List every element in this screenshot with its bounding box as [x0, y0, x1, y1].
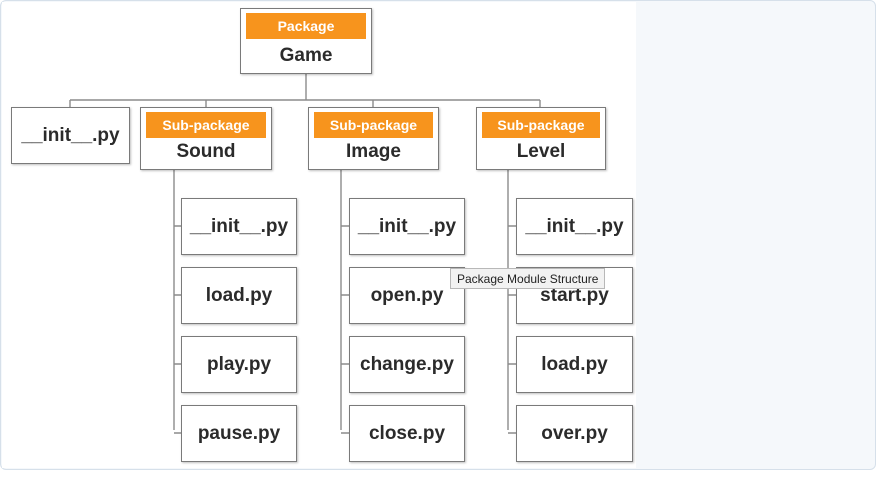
file-box: close.py — [349, 405, 465, 462]
image-tooltip: Package Module Structure — [450, 268, 606, 289]
subpackage-level-box: Sub-package Level — [476, 107, 606, 170]
subpackage-tag: Sub-package — [482, 112, 600, 138]
file-box: change.py — [349, 336, 465, 393]
root-init-file: __init__.py — [11, 107, 130, 164]
subpackage-name: Level — [516, 141, 566, 162]
file-box: pause.py — [181, 405, 297, 462]
file-box: play.py — [181, 336, 297, 393]
subpackage-name: Image — [346, 141, 401, 162]
package-name: Game — [279, 45, 333, 66]
subpackage-image-box: Sub-package Image — [308, 107, 439, 170]
file-box: __init__.py — [349, 198, 465, 255]
connector-level-tree — [507, 170, 517, 434]
package-game-box: Package Game — [240, 8, 372, 74]
file-box: open.py — [349, 267, 465, 324]
file-box: load.py — [181, 267, 297, 324]
connector-root-bus — [69, 73, 541, 108]
file-box: __init__.py — [516, 198, 633, 255]
package-tag: Package — [246, 13, 366, 39]
file-box: over.py — [516, 405, 633, 462]
connector-image-tree — [340, 170, 350, 434]
subpackage-tag: Sub-package — [146, 112, 266, 138]
file-box: load.py — [516, 336, 633, 393]
subpackage-tag: Sub-package — [314, 112, 433, 138]
connector-sound-tree — [173, 170, 182, 434]
subpackage-name: Sound — [176, 141, 236, 162]
file-box: __init__.py — [181, 198, 297, 255]
subpackage-sound-box: Sub-package Sound — [140, 107, 272, 170]
